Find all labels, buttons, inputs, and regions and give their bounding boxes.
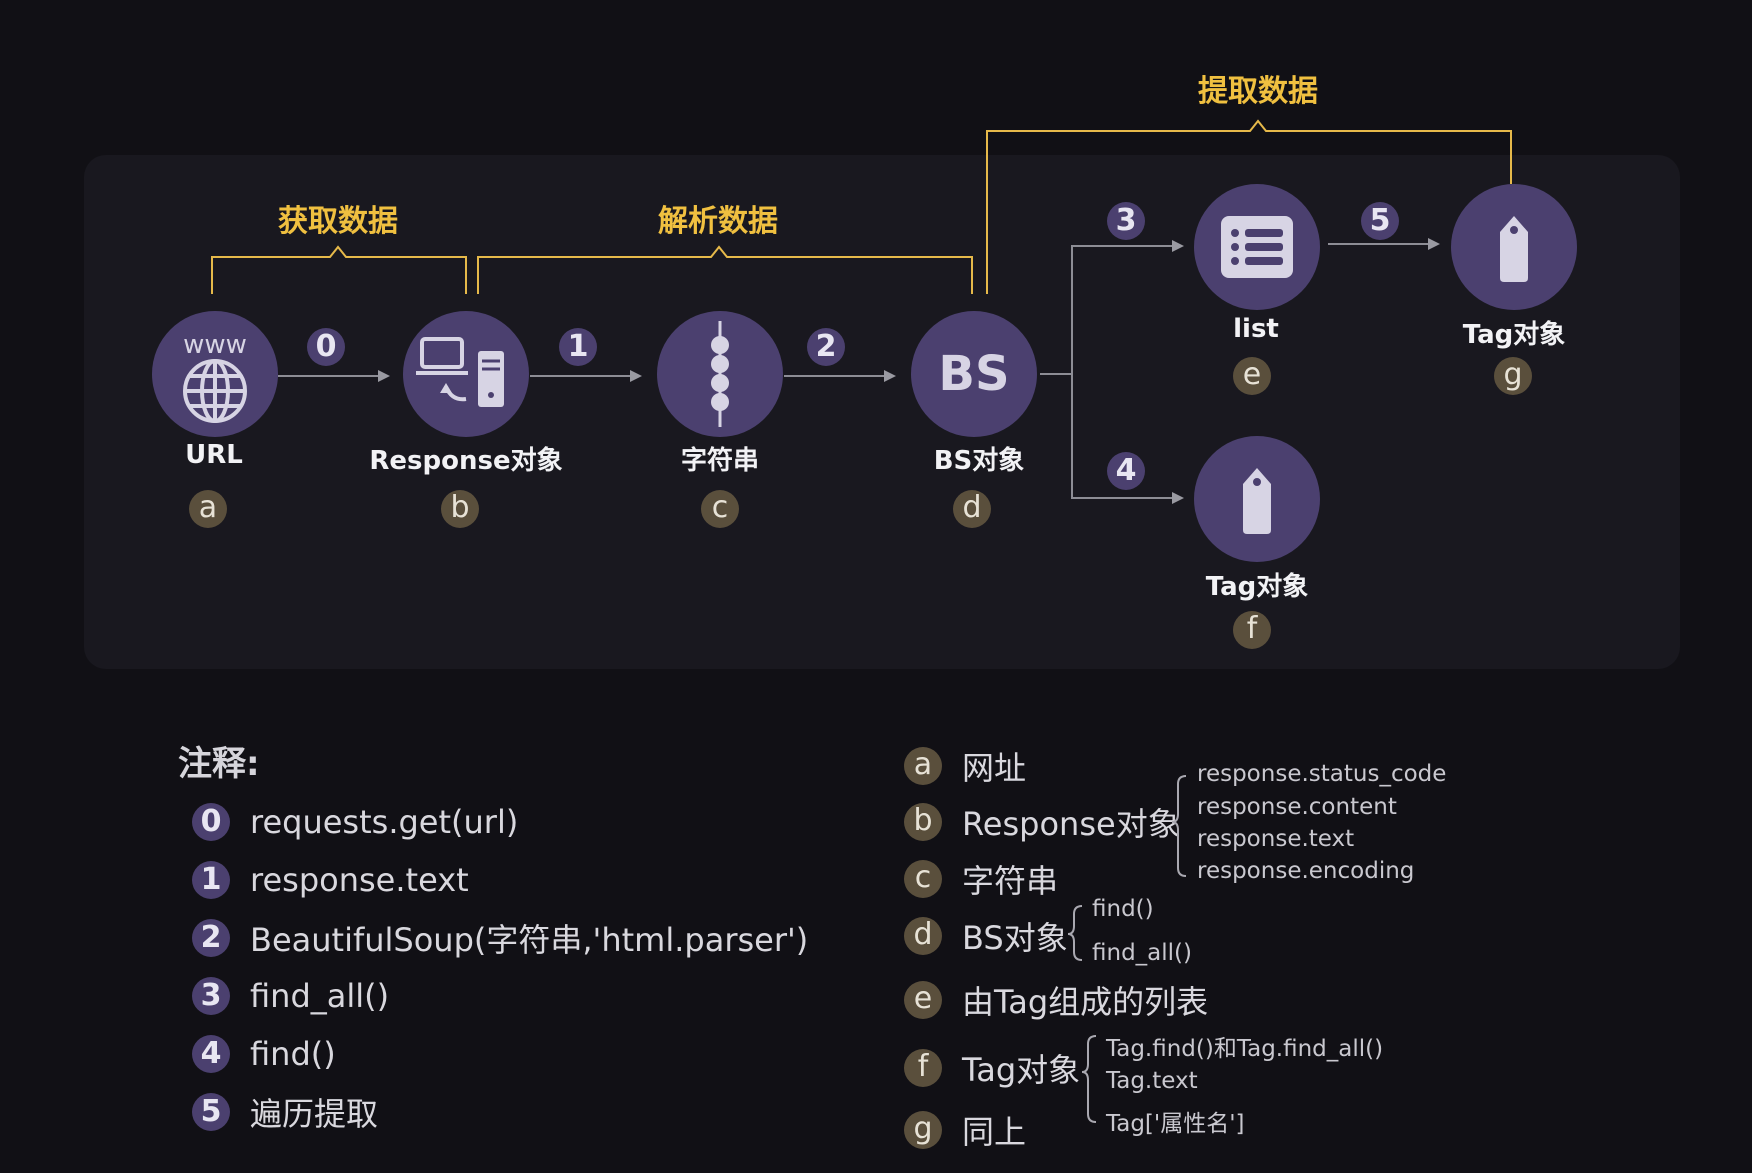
- legend-letter: b: [904, 803, 942, 841]
- tag-icon: [1243, 468, 1271, 534]
- note-text: find_all(): [250, 977, 390, 1015]
- bs-method: find(): [1092, 896, 1154, 922]
- legend-letter: g: [904, 1111, 942, 1149]
- globe-icon: www: [183, 330, 247, 423]
- response-attr: response.status_code: [1197, 761, 1447, 787]
- step-badge-5: 5: [1361, 202, 1399, 240]
- letter-badge-a: a: [189, 490, 227, 528]
- node-label-bs: BS对象: [933, 446, 1025, 476]
- note-num: 1: [192, 861, 230, 899]
- bs-method: find_all(): [1092, 940, 1192, 966]
- legend-item: d BS对象: [904, 914, 1068, 958]
- legend-item: f Tag对象: [904, 1046, 1080, 1090]
- node-label-response: Response对象: [369, 446, 563, 476]
- branch-connector: [1040, 245, 1180, 375]
- node-list: [1194, 184, 1320, 310]
- note-num: 4: [192, 1035, 230, 1073]
- step-badge-4: 4: [1107, 452, 1145, 490]
- tag-member: Tag.text: [1106, 1068, 1198, 1094]
- note-item: 0 requests.get(url): [192, 800, 518, 844]
- step-badge-2: 2: [807, 328, 845, 366]
- note-num: 3: [192, 977, 230, 1015]
- brace-response: [1171, 775, 1187, 877]
- bracket-extract-data: [986, 119, 1512, 294]
- node-label-url: URL: [185, 440, 243, 470]
- note-item: 3 find_all(): [192, 974, 389, 1018]
- legend-text: BS对象: [962, 919, 1068, 957]
- skewer-icon: [711, 321, 729, 427]
- note-text: response.text: [250, 861, 469, 899]
- brace-tag: [1081, 1035, 1097, 1123]
- legend-text: 字符串: [962, 862, 1059, 900]
- node-string: [657, 311, 783, 437]
- legend-text: 由Tag组成的列表: [962, 983, 1209, 1021]
- letter-badge-e: e: [1233, 357, 1271, 395]
- node-label-string: 字符串: [680, 446, 759, 476]
- letter-badge-g: g: [1494, 357, 1532, 395]
- note-item: 4 find(): [192, 1032, 336, 1076]
- legend-item: a 网址: [904, 744, 1026, 788]
- letter-badge-f: f: [1233, 611, 1271, 649]
- step-badge-0: 0: [307, 328, 345, 366]
- response-attr: response.content: [1197, 794, 1397, 820]
- brace-bs: [1067, 905, 1083, 961]
- node-tag-g: [1451, 184, 1577, 310]
- bracket-title-get-data: 获取数据: [278, 204, 398, 239]
- tag-member: Tag['属性名']: [1106, 1111, 1245, 1137]
- bs-icon-text: BS: [938, 346, 1010, 402]
- legend-text: Response对象: [962, 805, 1180, 843]
- bracket-get-data: [211, 245, 467, 294]
- bracket-parse-data: [477, 245, 973, 294]
- list-icon: [1221, 216, 1293, 278]
- legend-text: 同上: [962, 1113, 1027, 1151]
- www-icon-text: www: [183, 330, 247, 360]
- note-text: 遍历提取: [250, 1095, 379, 1133]
- legend-item: g 同上: [904, 1108, 1026, 1152]
- notes-title: 注释:: [178, 744, 260, 784]
- note-text: BeautifulSoup(字符串,'html.parser'): [250, 921, 809, 959]
- node-bs: BS: [911, 311, 1037, 437]
- note-num: 5: [192, 1093, 230, 1131]
- note-num: 2: [192, 919, 230, 957]
- legend-text: Tag对象: [962, 1051, 1081, 1089]
- note-text: requests.get(url): [250, 803, 519, 841]
- tag-icon: [1500, 216, 1528, 282]
- letter-badge-d: d: [953, 490, 991, 528]
- node-label-list: list: [1233, 314, 1279, 344]
- node-tag-f: [1194, 436, 1320, 562]
- tag-member: Tag.find()和Tag.find_all(): [1106, 1036, 1384, 1062]
- computer-server-icon: [416, 337, 504, 407]
- legend-letter: f: [904, 1049, 942, 1087]
- node-label-tag-f: Tag对象: [1205, 572, 1309, 602]
- diagram-panel: [84, 155, 1680, 669]
- node-url: www: [152, 311, 278, 437]
- legend-item: c 字符串: [904, 857, 1058, 901]
- legend-letter: d: [904, 917, 942, 955]
- note-item: 1 response.text: [192, 858, 469, 902]
- bracket-title-parse-data: 解析数据: [658, 204, 778, 239]
- note-item: 5 遍历提取: [192, 1090, 378, 1134]
- step-badge-1: 1: [559, 328, 597, 366]
- response-attr: response.text: [1197, 826, 1355, 852]
- note-num: 0: [192, 803, 230, 841]
- branch-connector-lower: [1071, 374, 1180, 499]
- legend-item: e 由Tag组成的列表: [904, 978, 1208, 1022]
- letter-badge-c: c: [701, 490, 739, 528]
- legend-letter: c: [904, 860, 942, 898]
- node-response: [403, 311, 529, 437]
- letter-badge-b: b: [441, 490, 479, 528]
- legend-letter: e: [904, 981, 942, 1019]
- legend-letter: a: [904, 747, 942, 785]
- bracket-title-extract-data: 提取数据: [1198, 74, 1318, 109]
- legend-text: 网址: [962, 749, 1027, 787]
- node-label-tag-g: Tag对象: [1462, 320, 1566, 350]
- legend-item: b Response对象: [904, 800, 1180, 844]
- response-attr: response.encoding: [1197, 858, 1415, 884]
- step-badge-3: 3: [1107, 202, 1145, 240]
- note-text: find(): [250, 1035, 336, 1073]
- note-item: 2 BeautifulSoup(字符串,'html.parser'): [192, 916, 808, 960]
